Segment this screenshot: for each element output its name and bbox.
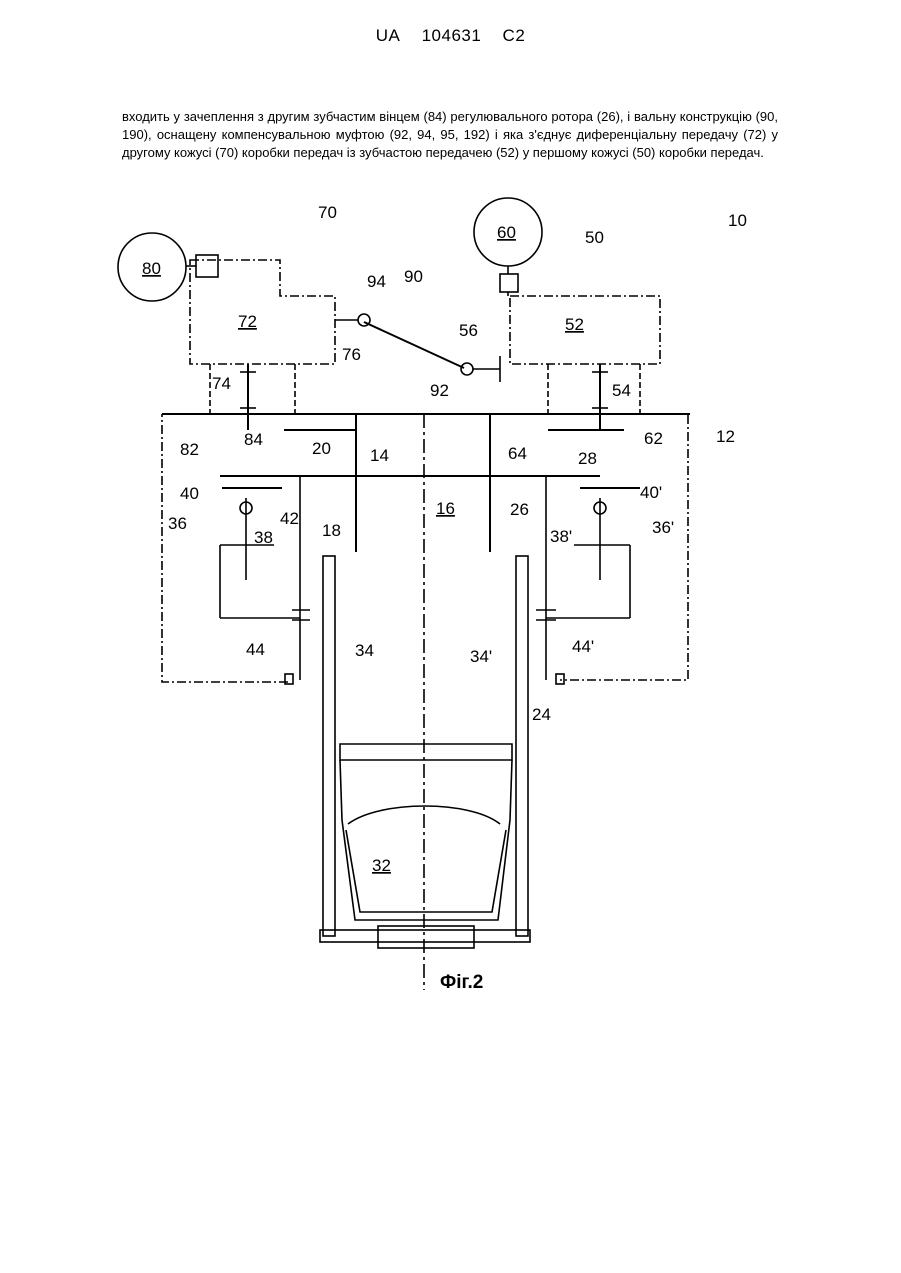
label-72: 72 (238, 312, 257, 331)
label-36: 36 (168, 514, 187, 533)
label-70: 70 (318, 203, 337, 222)
label-20: 20 (312, 439, 331, 458)
label-44p: 44' (572, 637, 594, 656)
label-32: 32 (372, 856, 391, 875)
label-76: 76 (342, 345, 361, 364)
label-80: 80 (142, 259, 161, 278)
housing-12 (162, 414, 688, 682)
label-54: 54 (612, 381, 631, 400)
label-74: 74 (212, 374, 231, 393)
label-52: 52 (565, 315, 584, 334)
label-10: 10 (728, 211, 747, 230)
label-16: 16 (436, 499, 455, 518)
label-50: 50 (585, 228, 604, 247)
figure-caption: Фіг.2 (440, 972, 483, 994)
label-44: 44 (246, 640, 265, 659)
label-36p: 36' (652, 518, 674, 537)
label-64: 64 (508, 444, 527, 463)
label-18: 18 (322, 521, 341, 540)
label-82: 82 (180, 440, 199, 459)
label-34: 34 (355, 641, 374, 660)
label-38: 38 (254, 528, 273, 547)
label-12: 12 (716, 427, 735, 446)
label-62: 62 (644, 429, 663, 448)
label-90: 90 (404, 267, 423, 286)
label-40: 40 (180, 484, 199, 503)
label-94: 94 (367, 272, 386, 291)
label-34p: 34' (470, 647, 492, 666)
label-28: 28 (578, 449, 597, 468)
label-56: 56 (459, 321, 478, 340)
label-38p: 38' (550, 527, 572, 546)
label-40p: 40' (640, 483, 662, 502)
label-26: 26 (510, 500, 529, 519)
label-42: 42 (280, 509, 299, 528)
label-92: 92 (430, 381, 449, 400)
gearbox-housing-50 (510, 296, 660, 364)
label-24: 24 (532, 705, 551, 724)
label-84: 84 (244, 430, 263, 449)
gearbox-housing-70 (190, 260, 335, 364)
label-14: 14 (370, 446, 389, 465)
label-60: 60 (497, 223, 516, 242)
